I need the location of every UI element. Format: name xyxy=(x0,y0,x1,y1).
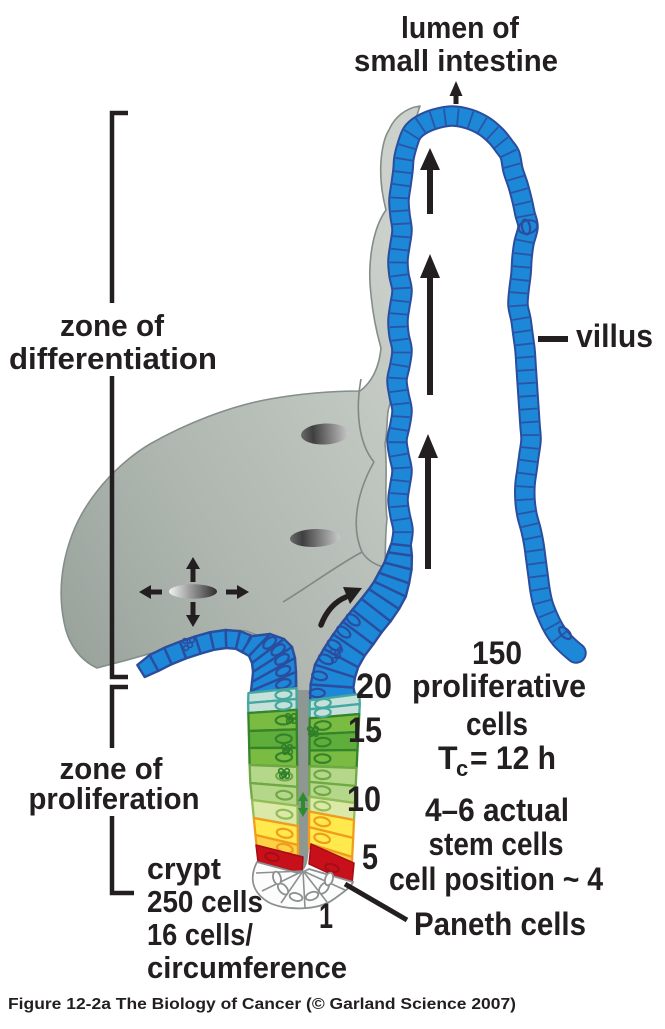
svg-text:zone of: zone of xyxy=(60,308,165,343)
svg-text:villus: villus xyxy=(576,318,653,354)
svg-text:1: 1 xyxy=(319,897,333,936)
svg-text:20: 20 xyxy=(356,667,392,706)
svg-text:cell position ~ 4: cell position ~ 4 xyxy=(389,861,603,897)
svg-text:zone of: zone of xyxy=(60,751,164,786)
svg-text:cells: cells xyxy=(466,706,528,742)
svg-text:stem cells: stem cells xyxy=(429,826,564,862)
svg-text:150: 150 xyxy=(472,635,522,671)
svg-text:small intestine: small intestine xyxy=(354,43,558,78)
svg-text:10: 10 xyxy=(347,780,381,819)
svg-text:4–6 actual: 4–6 actual xyxy=(425,792,569,828)
svg-text:16 cells/: 16 cells/ xyxy=(147,917,253,952)
svg-text:15: 15 xyxy=(348,711,382,750)
svg-text:Figure 12-2a The Biology of C: Figure 12-2a The Biology of Cancer (© Ga… xyxy=(8,996,516,1013)
svg-text:250 cells: 250 cells xyxy=(147,884,263,919)
svg-text:proliferative: proliferative xyxy=(412,668,586,704)
svg-text:lumen of: lumen of xyxy=(401,10,520,45)
svg-text:Paneth cells: Paneth cells xyxy=(414,906,586,942)
svg-text:differentiation: differentiation xyxy=(9,341,217,376)
svg-text:= 12 h: = 12 h xyxy=(470,740,556,776)
svg-text:crypt: crypt xyxy=(147,851,221,886)
svg-text:5: 5 xyxy=(362,838,378,877)
svg-text:T: T xyxy=(438,740,458,776)
svg-text:circumference: circumference xyxy=(147,950,347,985)
svg-text:proliferation: proliferation xyxy=(29,781,200,816)
svg-text:c: c xyxy=(456,756,468,781)
